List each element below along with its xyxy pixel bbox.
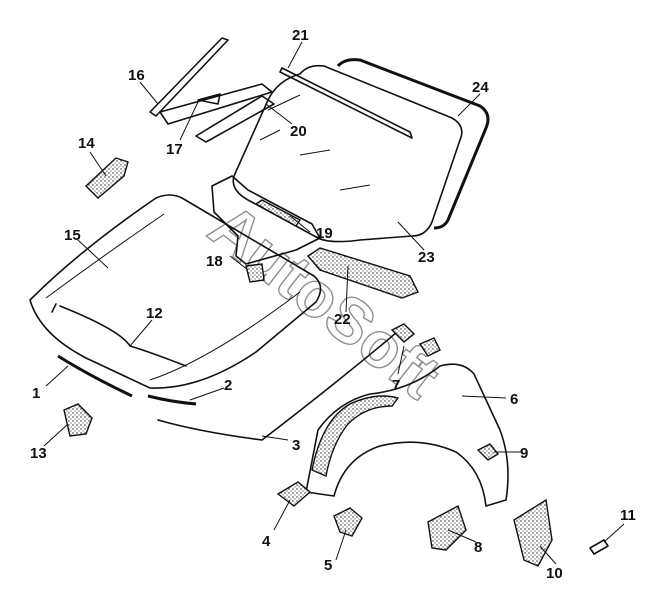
side-marker <box>476 443 500 461</box>
windshield-glass <box>232 64 463 243</box>
cowl-grille-insert <box>254 199 302 227</box>
callout-7: 7 <box>392 377 400 394</box>
splash-shield <box>513 498 553 567</box>
callout-23: 23 <box>418 249 435 266</box>
front-moulding <box>57 354 133 398</box>
callout-19: 19 <box>316 225 333 242</box>
fender-mount <box>333 507 363 537</box>
cowl-frame <box>211 175 321 265</box>
fastener <box>589 539 609 555</box>
callout-20: 20 <box>290 123 307 140</box>
wiper-blade <box>149 37 229 117</box>
callout-8: 8 <box>474 539 482 556</box>
wiper-arm-right <box>195 95 275 143</box>
callout-14: 14 <box>78 135 95 152</box>
lower-bracket <box>276 481 312 507</box>
hood-seal <box>51 303 187 367</box>
callout-labels: 1 2 3 4 5 6 7 8 9 10 11 12 13 14 15 16 1… <box>30 27 636 582</box>
callout-18: 18 <box>206 253 223 270</box>
fender-bracket <box>390 323 441 357</box>
callout-13: 13 <box>30 445 47 462</box>
callout-12: 12 <box>146 305 163 322</box>
watermark: AutoSoft <box>196 189 453 412</box>
callout-1: 1 <box>32 385 40 402</box>
callout-9: 9 <box>520 445 528 462</box>
callout-17: 17 <box>166 141 183 158</box>
hood-panel <box>29 194 322 389</box>
callout-11: 11 <box>620 507 636 524</box>
front-fender <box>305 363 509 507</box>
hood-clip <box>245 263 265 283</box>
callout-21: 21 <box>292 27 309 44</box>
callout-6: 6 <box>510 391 518 408</box>
callout-24: 24 <box>472 79 489 96</box>
callout-4: 4 <box>262 533 271 550</box>
cowl-bracket <box>84 157 129 199</box>
callout-16: 16 <box>128 67 145 84</box>
hood-edge-strip <box>147 394 197 406</box>
windshield-upper-strip <box>279 67 413 139</box>
wiper-arm-left <box>159 83 273 125</box>
fender-liner <box>311 395 400 477</box>
callout-10: 10 <box>546 565 563 582</box>
hood-latch <box>63 403 93 437</box>
mud-flap <box>427 504 467 551</box>
windshield-reflection <box>259 94 371 191</box>
callout-5: 5 <box>324 557 332 574</box>
leader-lines <box>43 41 625 565</box>
callout-3: 3 <box>292 437 300 454</box>
hood-crease <box>45 213 301 381</box>
cowl-panel <box>306 247 419 299</box>
callout-15: 15 <box>64 227 81 244</box>
callout-22: 22 <box>334 311 351 328</box>
windshield-molding <box>336 58 490 230</box>
callout-2: 2 <box>224 377 232 394</box>
